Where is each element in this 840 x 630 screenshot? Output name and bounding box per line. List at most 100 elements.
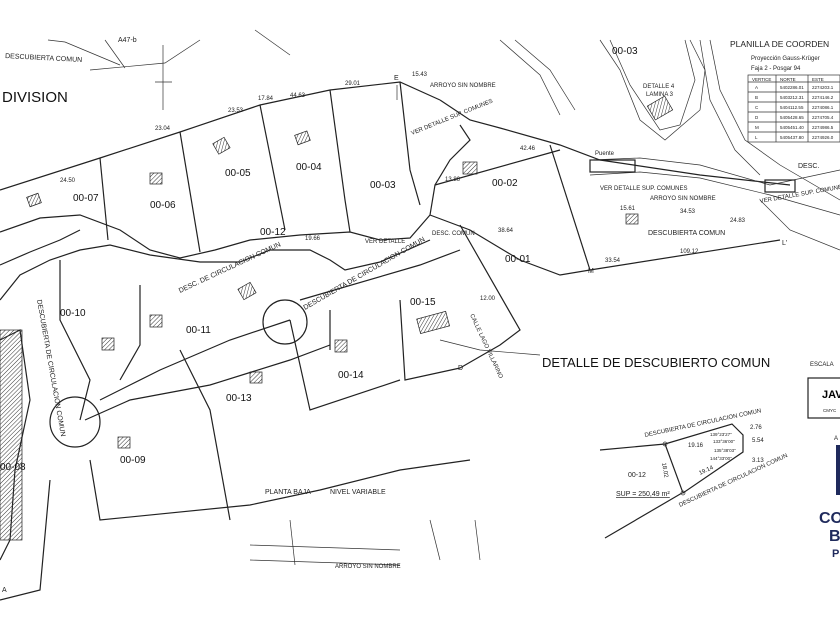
plan-title: DIVISION [2,89,68,106]
table-cell: 5405451.40 [780,125,804,130]
lot-label: 00-07 [73,193,99,204]
label-desc-short: DESC. [798,163,819,170]
table-header: NORTE [780,77,796,82]
detail-top-road: DESCUBIERTA DE CIRCULACION COMUN [644,408,762,439]
title-block-small: A [834,436,838,442]
measure: 29.01 [345,81,361,87]
lot-label: 00-11 [186,325,211,336]
vertex-m: M [588,268,594,275]
detail-title: DETALLE DE DESCUBIERTO COMUN [542,355,770,370]
table-cell: B [755,95,758,100]
measure: 19.66 [305,236,321,242]
measure: 33.54 [605,258,621,264]
parcel-ref: A47-b [118,37,137,44]
lot-label: 00-05 [225,168,251,179]
label-planta-baja: PLANTA BAJA [265,489,311,496]
label-lamina-3: LAMINA 3 [646,92,674,98]
lot-label: 00-01 [505,254,531,265]
label-puente: Puente [595,151,615,157]
coords-title: PLANILLA DE COORDEN [730,39,829,49]
measure: 44.63 [290,93,306,99]
label-ver-detalle-sup: VER DETALLE SUP. COMUNES [411,99,494,137]
lot-label: 00-06 [150,200,176,211]
detail-section: DETALLE DE DESCUBIERTO COMUN ESCALA DESC… [542,355,834,539]
lot-label: 00-02 [492,178,518,189]
table-cell: D [755,115,759,120]
table-cell: 2274705.4 [812,115,834,120]
detail-angle: 139°23'27" [710,432,732,437]
detail-angle: 135°38'03" [714,448,736,453]
table-header: VERTICE [752,77,771,82]
detail-side: 2.76 [750,425,762,431]
table-cell: 2274986.5 [812,125,834,130]
detail-side: 18.02 [660,462,669,478]
table-cell: 5403212.31 [780,95,804,100]
label-desc-comun: DESC. COMUN [432,231,475,237]
coordinate-table: PLANILLA DE COORDEN Proyección Gauss-Krü… [730,39,840,143]
measure: 109.12 [680,249,699,255]
lot-label: 00-03 [370,180,396,191]
table-header: ESTE [812,77,824,82]
label-arroyo: ARROYO SIN NOMBRE [430,83,496,89]
detail-bottom-road: DESCUBIERTA DE CIRCULACION COMUN [678,453,789,509]
detail-side: 3.13 [752,458,764,464]
lot-label: 00-09 [120,455,146,466]
logo-text: B [829,528,840,545]
measure: 15.61 [620,206,636,212]
measure: 38.64 [498,228,514,234]
table-cell: C [755,105,759,110]
detail-lot: 00-12 [628,472,646,479]
lot-label: 00-13 [226,393,252,404]
detail-area: SUP = 250,49 m² [616,491,670,498]
logo-bar [836,445,840,495]
lot-label: 00-10 [60,308,86,319]
measure: 12.00 [480,296,496,302]
lot-label: 00-14 [338,370,364,381]
coords-zone: Faja 2 - Posgar 94 [751,66,801,72]
measure: 24.50 [60,178,76,184]
label-detalle-4: DETALLE 4 [643,84,675,90]
lot-label: 00-08 [0,462,26,473]
title-block [807,377,840,419]
detail-angle: 133°36'00" [713,439,735,444]
detail-scale: ESCALA [810,362,834,368]
label-descubierta-comun-top: DESCUBIERTA COMUN [5,53,82,64]
coords-projection: Proyección Gauss-Krüger [751,56,820,62]
detail-side: 19.14 [698,465,715,477]
logo-text: P [832,548,839,560]
table-cell: M [755,125,759,130]
lot-label: 00-03 [612,46,638,57]
logo-text: CO [819,510,840,527]
vertex-a: A [2,587,7,594]
lot-label: 00-15 [410,297,436,308]
label-ver-detalle: VER DETALLE [365,239,405,245]
buildings [0,95,674,541]
title-block-name: JAV [822,389,840,401]
table-cell: 5402286.01 [780,85,804,90]
measure: 13.86 [445,177,461,183]
vertex-d: D [458,365,463,372]
table-cell: A [755,85,758,90]
label-nivel-variable: NIVEL VARIABLE [330,489,386,496]
lot-boundaries [0,39,840,601]
measure: 23.53 [228,108,244,114]
detail-angle: 144°33'00" [710,456,732,461]
label-arroyo: ARROYO SIN NOMBRE [335,564,401,570]
label-descubierta-circ: DESCUBIERTA DE CIRCULACION COMUN [303,236,427,312]
measure: 15.43 [412,72,428,78]
detail-side: 5.54 [752,438,764,444]
title-block-subtitle: CMYC [823,408,837,413]
label-desc-circ-comun: DESC. DE CIRCULACION COMUN [178,241,282,295]
table-cell: 2274086.1 [812,105,834,110]
lot-label: 00-12 [260,227,286,238]
table-cell: 5405437.80 [780,135,804,140]
measure: 24.83 [730,218,746,224]
measure: 17.84 [258,96,274,102]
label-ver-detalle-sup: VER DETALLE SUP. COMUNES [600,186,687,192]
measure: 34.53 [680,209,696,215]
label-descubierta-comun: DESCUBIERTA COMUN [648,230,725,237]
table-cell: 2274926.0 [812,135,834,140]
top-fragment [47,29,291,110]
table-cell: L [755,135,758,140]
